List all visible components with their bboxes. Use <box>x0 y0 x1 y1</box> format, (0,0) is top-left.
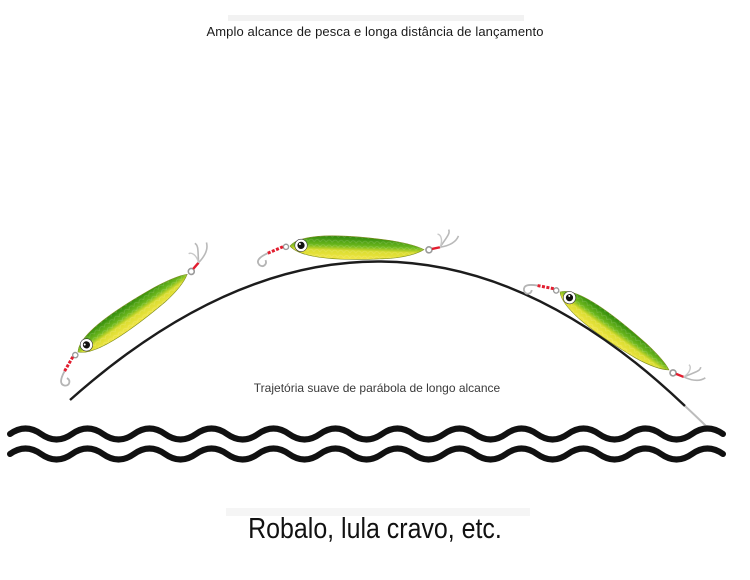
target-species-footer: Robalo, lula cravo, etc. <box>248 513 502 545</box>
trajectory-arc <box>69 260 686 407</box>
headline-shadow <box>228 15 524 21</box>
wave-icon <box>10 429 723 460</box>
trajectory-caption: Trajetória suave de parábola de longo al… <box>253 381 501 395</box>
headline: Amplo alcance de pesca e longa distância… <box>206 24 544 39</box>
footer-shadow <box>226 508 530 516</box>
trajectory-arc-fade <box>684 405 709 429</box>
fishing-lure-icon <box>38 236 230 389</box>
